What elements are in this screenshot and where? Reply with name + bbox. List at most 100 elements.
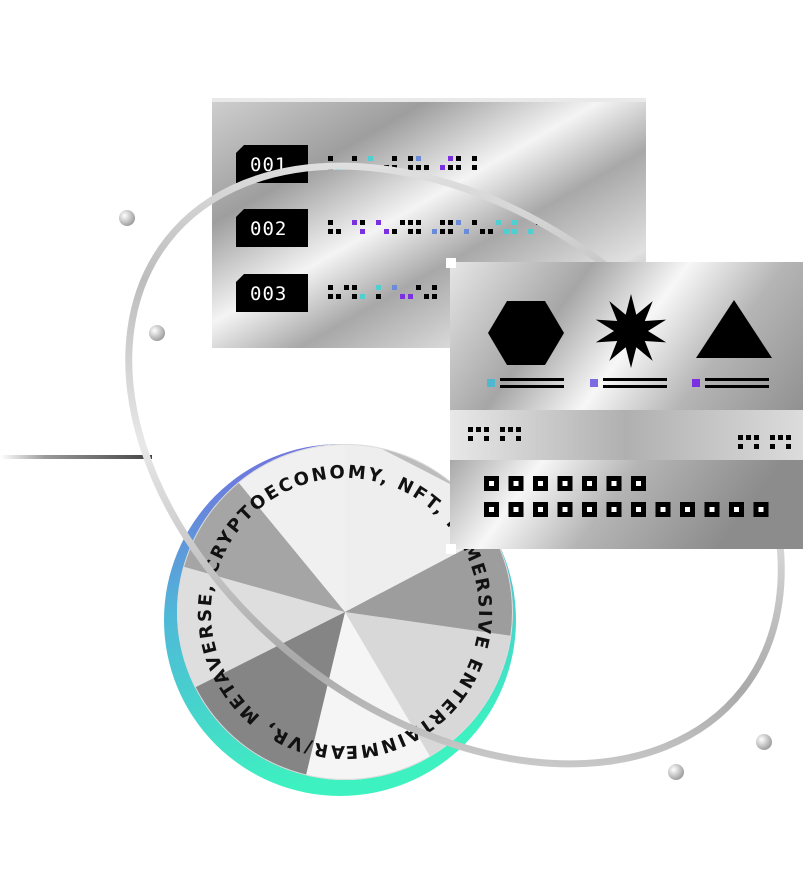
pixel-dot bbox=[424, 294, 429, 299]
pixel-dot bbox=[738, 444, 743, 449]
pixel-dot bbox=[512, 220, 517, 225]
square-hole bbox=[538, 481, 543, 486]
square-hole bbox=[562, 507, 568, 512]
pixel-dot bbox=[472, 165, 477, 170]
shape-accent bbox=[590, 379, 598, 387]
pixel-dot bbox=[352, 285, 357, 290]
list-item-label: 002 bbox=[250, 218, 287, 240]
orbit-bead bbox=[149, 325, 165, 341]
pixel-dot bbox=[746, 435, 751, 440]
decorative-dash-line bbox=[0, 455, 152, 459]
list-item-code bbox=[328, 285, 437, 299]
pixel-dot bbox=[360, 229, 365, 234]
pixel-dot bbox=[328, 294, 333, 299]
pixel-dot bbox=[416, 285, 421, 290]
pixel-dot bbox=[344, 285, 349, 290]
shape-underline bbox=[500, 385, 564, 388]
shapes-card bbox=[446, 258, 803, 554]
pixel-dot bbox=[516, 427, 521, 432]
pixel-dot bbox=[500, 436, 505, 441]
hexagon-icon bbox=[488, 301, 564, 365]
pixel-dot bbox=[328, 156, 333, 161]
pixel-dot bbox=[464, 229, 469, 234]
pixel-dot bbox=[440, 229, 445, 234]
pixel-dot bbox=[754, 444, 759, 449]
pixel-dot bbox=[448, 229, 453, 234]
pixel-dot bbox=[468, 427, 473, 432]
pixel-dot bbox=[468, 436, 473, 441]
pixel-dot bbox=[432, 285, 437, 290]
pixel-dot bbox=[472, 220, 477, 225]
star-burst-icon bbox=[595, 294, 667, 368]
pixel-dot bbox=[770, 435, 775, 440]
pixel-dot bbox=[476, 427, 481, 432]
square-hole bbox=[489, 507, 494, 512]
pixel-dot bbox=[416, 220, 421, 225]
square-hole bbox=[587, 507, 592, 512]
pixel-dot bbox=[416, 165, 421, 170]
pixel-dot bbox=[500, 427, 505, 432]
pixel-dot bbox=[408, 156, 413, 161]
square-hole bbox=[685, 507, 690, 512]
pixel-dot bbox=[360, 220, 365, 225]
list-item-tag bbox=[236, 209, 308, 247]
square-hole bbox=[513, 481, 519, 486]
pixel-dot bbox=[328, 285, 333, 290]
pixel-dot bbox=[424, 165, 429, 170]
square-hole bbox=[734, 507, 739, 512]
square-hole bbox=[709, 507, 715, 512]
band-pixel-code bbox=[738, 435, 791, 449]
square-hole bbox=[489, 481, 494, 486]
pixel-dot bbox=[778, 435, 783, 440]
list-item-code bbox=[328, 220, 541, 234]
pixel-dot bbox=[376, 294, 381, 299]
pixel-dot bbox=[516, 436, 521, 441]
shape-accent bbox=[487, 379, 495, 387]
pixel-dot bbox=[400, 220, 405, 225]
pixel-dot bbox=[336, 294, 341, 299]
pixel-dot bbox=[416, 229, 421, 234]
list-item-label: 003 bbox=[250, 283, 287, 305]
square-hole bbox=[636, 507, 641, 512]
shape-underline bbox=[705, 385, 769, 388]
pixel-dot bbox=[432, 294, 437, 299]
pixel-dot bbox=[488, 229, 493, 234]
shapes-card-band bbox=[450, 410, 803, 460]
orbit-bead bbox=[119, 210, 135, 226]
orbit-bead bbox=[756, 734, 772, 750]
pixel-dot bbox=[472, 156, 477, 161]
shape-accent bbox=[692, 379, 700, 387]
square-hole bbox=[636, 481, 641, 486]
pixel-dot bbox=[786, 435, 791, 440]
band-pixel-code bbox=[468, 427, 521, 441]
pixel-dot bbox=[448, 165, 453, 170]
orbit-bead bbox=[668, 764, 684, 780]
list-item: 003 bbox=[236, 274, 437, 312]
shape-underline bbox=[500, 378, 564, 381]
pixel-dot bbox=[376, 285, 381, 290]
pixel-dot bbox=[512, 229, 517, 234]
square-hole bbox=[611, 507, 617, 512]
list-item-tag bbox=[236, 274, 308, 312]
square-row bbox=[484, 502, 769, 517]
square-row bbox=[484, 476, 646, 491]
shape-slot bbox=[590, 294, 667, 388]
pixel-dot bbox=[448, 156, 453, 161]
pixel-dot bbox=[484, 427, 489, 432]
square-hole bbox=[587, 481, 592, 486]
shape-underline bbox=[603, 385, 667, 388]
shape-underline bbox=[603, 378, 667, 381]
square-hole bbox=[513, 507, 519, 512]
pixel-dot bbox=[352, 156, 357, 161]
pixel-dot bbox=[368, 156, 373, 161]
square-hole bbox=[538, 507, 543, 512]
pixel-dot bbox=[448, 220, 453, 225]
square-hole bbox=[758, 507, 764, 512]
pixel-dot bbox=[352, 294, 357, 299]
pixel-dot bbox=[528, 229, 533, 234]
triangle-icon bbox=[696, 300, 772, 358]
pixel-dot bbox=[392, 285, 397, 290]
pixel-dot bbox=[508, 427, 513, 432]
pixel-dot bbox=[392, 156, 397, 161]
